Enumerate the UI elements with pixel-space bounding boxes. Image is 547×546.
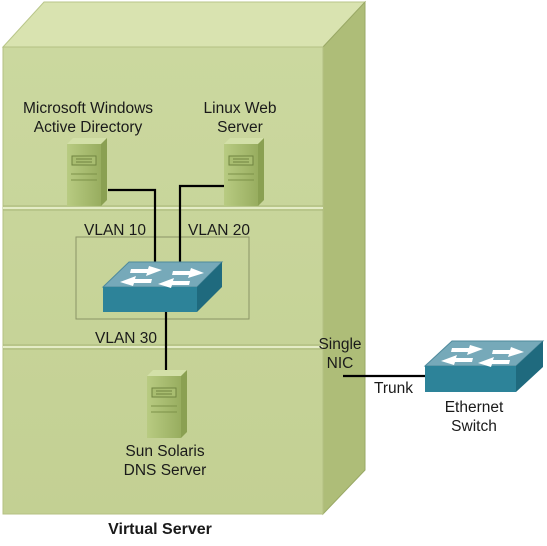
single-nic-label: Single NIC — [308, 335, 372, 373]
virtual-server-title: Virtual Server — [108, 521, 212, 538]
trunk-label: Trunk — [374, 380, 414, 397]
solaris-server-icon — [147, 370, 187, 438]
vlan20-label: VLAN 20 — [188, 222, 251, 239]
solaris-server-label-line2: DNS Server — [123, 462, 207, 479]
box-top-face — [1, 1, 367, 48]
solaris-server-label: Sun Solaris DNS Server — [100, 442, 230, 480]
virtual-switch-frame — [75, 236, 250, 320]
vlan20-link — [178, 184, 224, 262]
partition-divider-lower — [3, 344, 323, 350]
solaris-server-label-line1: Sun Solaris — [125, 443, 205, 460]
box-side-face — [322, 0, 366, 516]
linux-server-label-line1: Linux Web — [203, 100, 277, 117]
connection-lines — [108, 184, 427, 378]
windows-server-icon — [67, 138, 107, 206]
linux-server-label-line2: Server — [217, 119, 263, 136]
vlan10-label: VLAN 10 — [84, 222, 147, 239]
windows-server-label-line2: Active Directory — [33, 119, 143, 136]
linux-server-label: Linux Web Server — [190, 99, 290, 137]
partition-divider-upper — [3, 205, 323, 211]
ethernet-switch-icon — [423, 340, 545, 392]
virtual-server-box — [1, 0, 367, 516]
vlan30-label: VLAN 30 — [95, 330, 158, 347]
ethernet-switch-label-line1: Ethernet — [444, 399, 504, 416]
ethernet-switch-label: Ethernet Switch — [426, 398, 522, 436]
windows-server-label: Microsoft Windows Active Directory — [8, 99, 168, 137]
vlan10-link — [108, 188, 157, 262]
windows-server-label-line1: Microsoft Windows — [22, 100, 154, 117]
virtual-switch-icon — [101, 261, 224, 312]
single-nic-label-line2: NIC — [326, 355, 354, 372]
ethernet-switch-label-line2: Switch — [451, 418, 497, 435]
single-nic-label-line1: Single — [318, 336, 362, 353]
linux-server-icon — [224, 138, 264, 206]
